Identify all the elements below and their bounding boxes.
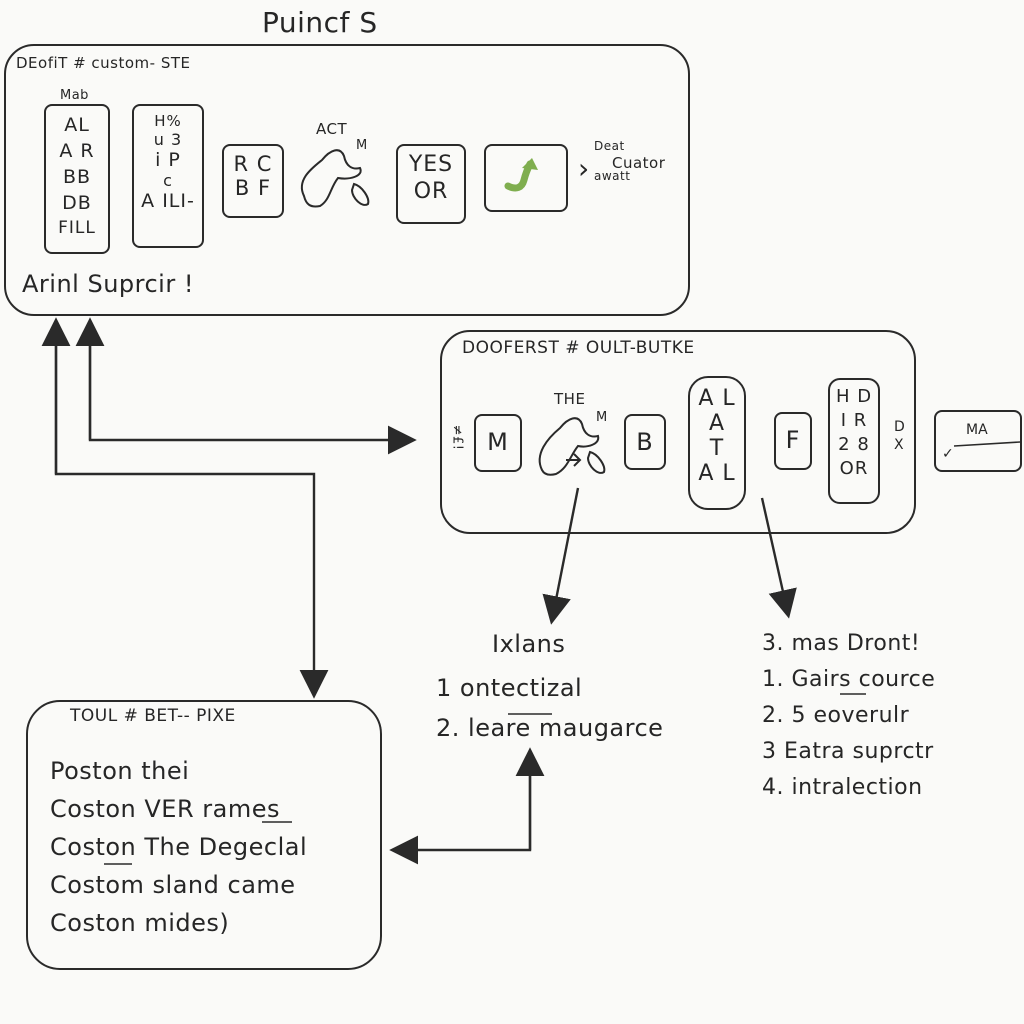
box1-heading: DEofiT # custom- STE	[16, 54, 191, 72]
box1-yes-or-button[interactable]: YES OR	[396, 144, 466, 224]
right-list-item: 4. intralection	[762, 775, 923, 800]
green-turn-arrow-icon	[504, 158, 538, 192]
dx-item: D	[894, 419, 906, 435]
box-tool-set-pixel	[26, 700, 382, 970]
box2-al-column: A L A T A L	[688, 376, 746, 510]
box1-chevron-icon: ›	[578, 152, 590, 185]
box1-col1-item: A R	[59, 140, 95, 162]
box1-rc-bf: R C B F	[222, 144, 284, 218]
box1-col1-header: Mab	[60, 88, 89, 103]
box1-col2-item: c	[163, 171, 173, 190]
right-list-item: 1. Gairs cource	[762, 667, 936, 692]
hd-item: H D	[835, 386, 873, 407]
hd-item: OR	[839, 458, 869, 479]
box1-col3-item: R C	[233, 152, 273, 176]
al-item: A L	[698, 386, 736, 411]
box3-line: Coston The Degeclal	[50, 833, 308, 861]
box-default-button	[440, 330, 916, 534]
arrow-middle-to-box3	[389, 752, 532, 865]
right-list: 3. mas Dront! 1. Gairs cource 2. 5 eover…	[762, 626, 935, 806]
box2-side-left: ≠£!	[449, 424, 465, 451]
al-item: A L	[698, 461, 736, 486]
box2-m-button[interactable]: M	[474, 414, 522, 472]
right-list-item: 3 Eatra suprctr	[762, 739, 934, 764]
box1-act-label: ACT	[316, 120, 348, 138]
box3-heading: TOUL # BET-- PIXE	[70, 706, 236, 726]
box2-hd-column: H D I R 2 8 OR	[828, 378, 880, 504]
box1-act-m: M	[356, 138, 368, 153]
box1-col2-item: i P	[155, 149, 181, 171]
right-list-item: 2. 5 eoverulr	[762, 703, 910, 728]
box2-the-m: M	[596, 410, 608, 425]
hd-item: 2 8	[838, 434, 870, 455]
al-item: T	[709, 436, 725, 461]
yes-label: YES	[408, 152, 454, 177]
middle-list-item: 2. leare maugarce	[436, 714, 664, 742]
f-label: F	[785, 426, 801, 454]
or-label: OR	[413, 179, 449, 204]
ma-underline	[953, 441, 1021, 447]
m-label: M	[487, 428, 509, 456]
box3-line: Poston thei	[50, 757, 190, 785]
box2-dx: D X	[894, 418, 905, 454]
box3-line: Costom sland came	[50, 871, 296, 899]
box2-heading: DOOFERST # OULT-BUTKE	[462, 338, 695, 358]
box3-line: Coston VER rames	[50, 795, 280, 823]
box2-b-button[interactable]: B	[624, 414, 666, 470]
box1-col2-item: u 3	[153, 130, 183, 149]
box-default-custom	[4, 44, 690, 316]
middle-list-item: 1 ontectizal	[436, 674, 583, 702]
al-item: A	[708, 411, 726, 436]
dx-item: X	[894, 437, 905, 453]
box2-ma-card[interactable]: MA ✓	[934, 410, 1022, 472]
ma-label: MA	[966, 422, 988, 438]
middle-list: 1 ontectizal 2. leare maugarce	[436, 668, 663, 748]
box1-col1-item: AL	[64, 114, 90, 136]
box2-f-button[interactable]: F	[774, 412, 812, 470]
box1-col2-item: H%	[154, 112, 182, 130]
box1-green-arrow-button[interactable]	[484, 144, 568, 212]
ma-check-icon: ✓	[942, 446, 954, 462]
side-note-line: Cuator	[612, 154, 666, 172]
box1-col2-item: A ILI-	[141, 190, 195, 212]
box1-col1: AL A R BB DB FILL	[44, 104, 110, 254]
side-note-line: awatt	[594, 169, 631, 183]
box1-side-note: Deat Cuator awatt	[594, 138, 665, 185]
box2-the-label: THE	[554, 390, 586, 408]
diagram-title: Puincf S	[262, 6, 378, 39]
box3-lines: Poston thei Coston VER rames Coston The …	[50, 752, 307, 942]
box1-col2: H% u 3 i P c A ILI-	[132, 104, 204, 248]
arrow-box1-to-box2	[88, 322, 417, 455]
box1-footer: Arinl Suprcir !	[22, 270, 194, 298]
b-label: B	[636, 428, 654, 456]
box1-col1-item: FILL	[58, 218, 96, 238]
middle-list-heading: Ixlans	[492, 630, 566, 658]
arrow-box1-to-box3	[54, 322, 329, 699]
right-list-item: 3. mas Dront!	[762, 631, 921, 656]
box1-col3-item: B F	[234, 176, 272, 200]
side-note-line: Deat	[594, 139, 625, 153]
box3-line: Coston mides)	[50, 909, 230, 937]
hd-item: I R	[840, 410, 868, 431]
box1-col1-item: DB	[62, 192, 92, 214]
box1-col1-item: BB	[62, 166, 92, 188]
